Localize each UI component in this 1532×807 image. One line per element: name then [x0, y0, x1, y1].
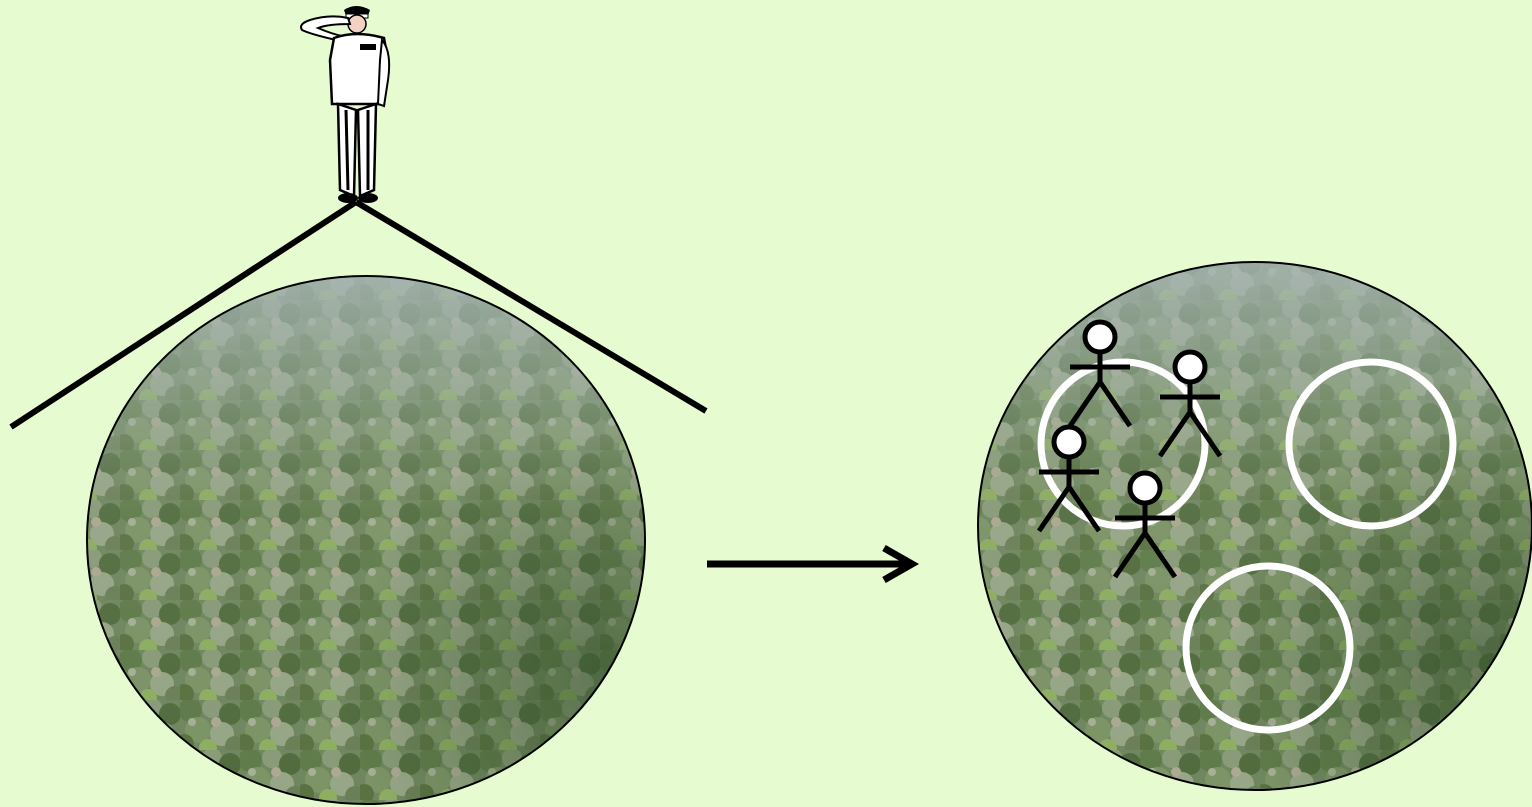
right-forest-view [970, 255, 1532, 800]
left-forest-view [80, 270, 660, 807]
saluting-officer-icon [301, 6, 389, 203]
transition-arrow-icon [707, 548, 912, 580]
